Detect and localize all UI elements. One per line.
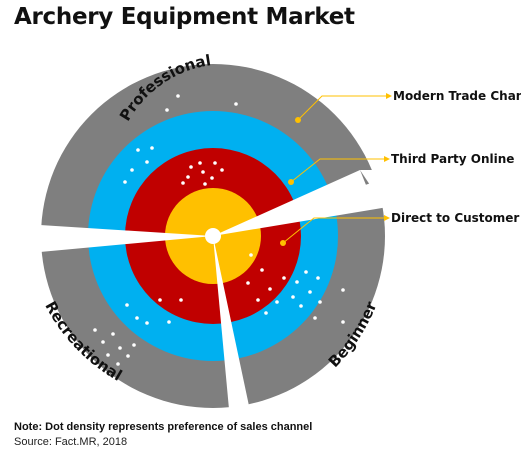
bullseye-center bbox=[205, 228, 221, 244]
dots-professional bbox=[123, 94, 238, 186]
source-citation: Source: Fact.MR, 2018 bbox=[14, 436, 128, 448]
leader-markers bbox=[280, 93, 392, 246]
dots-recreational bbox=[93, 298, 183, 366]
channel-label-modern-trade: Modern Trade Channe bbox=[393, 89, 521, 103]
segment-gaps bbox=[40, 170, 400, 420]
leader-lines bbox=[282, 95, 390, 244]
channel-label-direct: Direct to Customer bbox=[391, 211, 519, 225]
footnote: Note: Dot density represents preference … bbox=[14, 421, 313, 433]
page-title: Archery Equipment Market bbox=[14, 4, 355, 30]
channel-label-third-party: Third Party Online bbox=[391, 152, 514, 166]
dots-beginner bbox=[246, 253, 345, 324]
